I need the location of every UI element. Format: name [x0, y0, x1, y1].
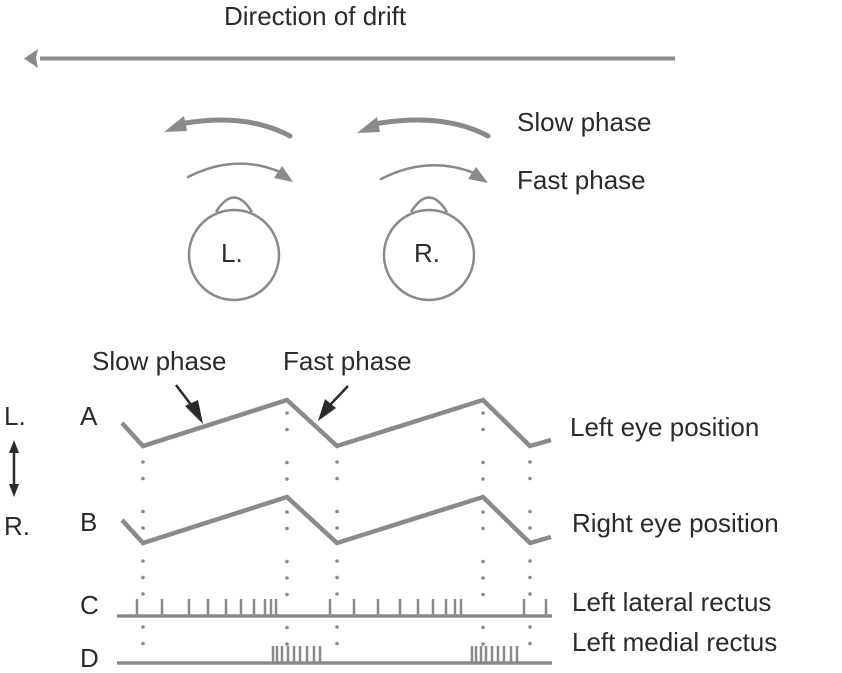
- fast-phase-pointer-arrow-icon: [318, 385, 349, 421]
- guide-dot: [528, 592, 532, 596]
- guide-dot: [141, 460, 145, 464]
- guide-dot: [481, 592, 485, 597]
- guide-dot: [528, 526, 532, 530]
- guide-dot: [141, 509, 145, 514]
- trace-letter-b: B: [80, 507, 98, 537]
- trace-label-left-medial-rectus: Left medial rectus: [572, 627, 778, 657]
- trace-b-right-eye-position: [120, 494, 552, 546]
- phase-guide-lines: [141, 411, 532, 646]
- left-eye-fast-phase-arrow-icon: [186, 162, 293, 182]
- guide-dot: [285, 559, 289, 564]
- guide-dot: [481, 526, 485, 531]
- trace-letter-d: D: [80, 643, 99, 673]
- guide-dot: [285, 625, 289, 630]
- right-eye-slow-phase-arrow-icon: [357, 117, 491, 139]
- guide-dot: [285, 510, 289, 514]
- guide-dot: [285, 460, 289, 465]
- guide-dot: [528, 641, 532, 646]
- drift-arrow-icon: [24, 49, 675, 68]
- annotation-fast-phase: Fast phase: [283, 346, 412, 376]
- guide-dot: [285, 427, 289, 432]
- guide-dot: [285, 411, 289, 415]
- guide-dot: [335, 641, 339, 646]
- guide-dot: [285, 642, 289, 646]
- guide-dot: [285, 576, 289, 580]
- guide-dot: [481, 411, 485, 415]
- right-eye-icon: [382, 196, 476, 302]
- trace-label-right-eye-position: Right eye position: [572, 508, 779, 538]
- trace-d-left-medial-rectus: [117, 646, 552, 665]
- guide-dot: [335, 460, 339, 464]
- left-eye-label: L.: [221, 238, 243, 268]
- guide-dot: [481, 477, 485, 481]
- axis-left-label: L.: [4, 401, 26, 431]
- guide-dot: [481, 642, 485, 646]
- guide-dot: [481, 559, 485, 564]
- guide-dot: [528, 575, 532, 580]
- guide-dot: [141, 641, 145, 646]
- guide-dot: [285, 592, 289, 597]
- guide-dot: [335, 575, 339, 580]
- trace-label-left-eye-position: Left eye position: [570, 412, 760, 442]
- guide-dot: [285, 526, 289, 531]
- annotation-slow-phase: Slow phase: [92, 346, 227, 376]
- right-eye-label: R.: [414, 238, 440, 268]
- right-eye-fast-phase-arrow-icon: [379, 164, 488, 183]
- trace-letter-a: A: [80, 401, 98, 431]
- trace-label-left-lateral-rectus: Left lateral rectus: [572, 587, 772, 617]
- guide-dot: [481, 427, 485, 432]
- guide-dot: [528, 460, 532, 464]
- left-right-axis-arrow-icon: [9, 440, 19, 497]
- guide-dot: [141, 559, 145, 563]
- guide-dot: [528, 559, 532, 563]
- guide-dot: [528, 476, 532, 481]
- legend-fast-phase: Fast phase: [517, 165, 646, 195]
- guide-dot: [335, 509, 339, 514]
- guide-dot: [528, 509, 532, 514]
- left-eye-icon: [187, 196, 281, 302]
- guide-dot: [335, 592, 339, 596]
- trace-c-left-lateral-rectus: [117, 599, 552, 618]
- guide-dot: [335, 625, 339, 629]
- guide-dot: [481, 460, 485, 465]
- trace-a-left-eye-position: [120, 397, 552, 449]
- left-eye-slow-phase-arrow-icon: [164, 116, 293, 139]
- guide-dot: [335, 559, 339, 563]
- guide-dot: [335, 526, 339, 530]
- guide-dot: [141, 575, 145, 580]
- guide-dot: [141, 625, 145, 629]
- guide-dot: [528, 625, 532, 629]
- guide-dot: [141, 592, 145, 596]
- diagram-title: Direction of drift: [224, 1, 407, 31]
- axis-right-label: R.: [4, 511, 30, 541]
- guide-dot: [481, 625, 485, 630]
- guide-dot: [141, 526, 145, 530]
- slow-phase-pointer-arrow-icon: [175, 384, 203, 424]
- guide-dot: [335, 476, 339, 481]
- guide-dot: [481, 576, 485, 580]
- guide-dot: [285, 477, 289, 481]
- guide-dot: [141, 476, 145, 481]
- legend-slow-phase: Slow phase: [517, 107, 652, 137]
- trace-letter-c: C: [80, 590, 99, 620]
- guide-dot: [481, 510, 485, 514]
